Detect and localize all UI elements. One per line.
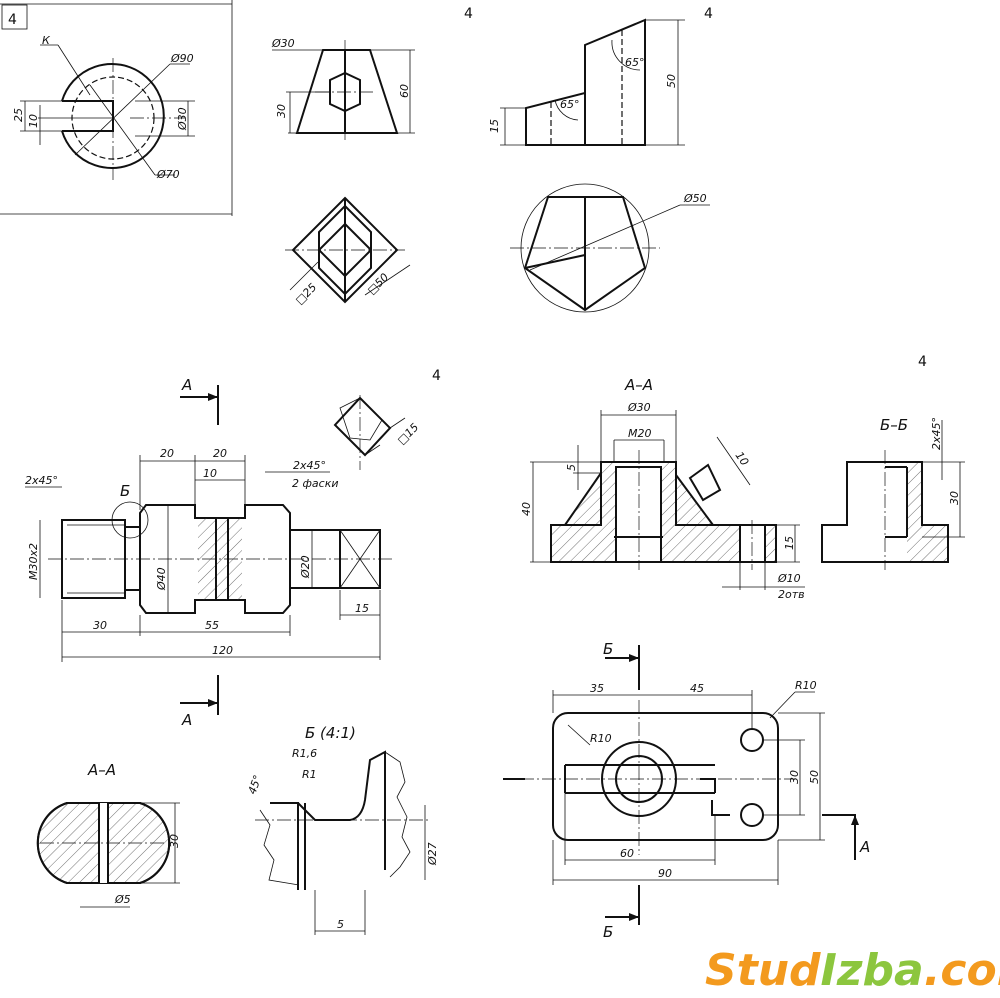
section-title: А–А (87, 761, 116, 779)
sheet-number: 4 (704, 6, 713, 22)
dim-sq15: □15 (395, 421, 421, 447)
dim-sq25: □25 (293, 281, 319, 307)
task4-shaft: 4 А А □15 20 20 10 2х45° 2х45° 2 фаски Б… (25, 368, 441, 729)
dim-5: 5 (337, 918, 344, 931)
svg-text:StudIzba.com: StudIzba.com (705, 945, 1000, 996)
task4-section-aa: А–А 30 Ø5 (36, 761, 181, 908)
section-mark-b: Б (603, 923, 613, 941)
sheet-number: 4 (918, 354, 927, 370)
section-title: А–А (624, 376, 653, 394)
dim-d40: Ø40 (155, 567, 168, 591)
sheet-number-box (1, 4, 28, 30)
dim-d27: Ø27 (426, 842, 439, 866)
label-k: К (42, 34, 51, 47)
dim-15: 15 (355, 602, 369, 615)
task3-pentagonal-prism: 4 15 50 65° 65° Ø50 (488, 6, 713, 313)
chamfer-note-1: 2х45° (25, 474, 58, 487)
task1-cylinder-slot: 4 К Ø90 Ø70 Ø30 25 10 (0, 0, 233, 216)
dim-25: 25 (12, 108, 25, 122)
dim-60: 60 (398, 84, 411, 98)
dim-m30: М30х2 (27, 543, 40, 580)
section-mark-a: А (181, 711, 192, 729)
dim-50: 50 (808, 770, 821, 784)
angle-65a: 65° (625, 56, 645, 69)
dim-120: 120 (212, 644, 233, 657)
dim-55: 55 (205, 619, 219, 632)
dim-d30: Ø30 (271, 37, 295, 50)
dim-30: 30 (275, 104, 288, 118)
dim-30: 30 (948, 491, 961, 505)
dim-d70: Ø70 (156, 168, 180, 181)
dim-5: 5 (565, 464, 578, 471)
dim-d10: Ø10 (777, 572, 801, 585)
angle-65b: 65° (560, 98, 580, 111)
dim-40: 40 (520, 502, 533, 516)
task2-pyramid: 4 Ø30 30 60 □25 □50 (271, 6, 473, 307)
dim-10: 10 (733, 449, 752, 468)
dim-r10-corner: R10 (795, 679, 817, 692)
chamfer-note-2: 2х45° (293, 459, 326, 472)
dim-30: 30 (168, 834, 181, 848)
section-mark-b: Б (603, 640, 613, 658)
dim-90: 90 (658, 867, 672, 880)
section-mark-a: А (181, 376, 192, 394)
dim-d50: Ø50 (683, 192, 707, 205)
sheet-number: 4 (8, 12, 17, 28)
dim-r1: R1 (302, 768, 317, 781)
dim-15: 15 (783, 536, 796, 550)
task5-section-bb: Б–Б 2х45° 30 (821, 416, 965, 570)
dim-60: 60 (620, 847, 634, 860)
task5-plan-view: Б Б А 35 45 R10 R10 30 50 60 90 (503, 640, 870, 941)
detail-mark-b: Б (120, 482, 130, 500)
dim-50: 50 (665, 74, 678, 88)
watermark-logo: StudIzba.com (705, 945, 1000, 996)
dim-35: 35 (590, 682, 604, 695)
dim-45: 45 (690, 682, 704, 695)
hole-count: 2отв (778, 588, 805, 601)
dim-10: 10 (27, 114, 40, 128)
dim-20a: 20 (160, 447, 174, 460)
section-mark-a: А (859, 838, 870, 856)
dim-d20: Ø20 (299, 555, 312, 579)
dim-r10-boss: R10 (590, 732, 612, 745)
task4-detail-b: Б (4:1) R1,6 R1 45° Ø27 5 (246, 724, 439, 935)
sheet-number: 4 (432, 368, 441, 384)
dim-r1-6: R1,6 (292, 747, 317, 760)
dim-sq50: □50 (365, 271, 391, 297)
sheet-number: 4 (464, 6, 473, 22)
section-title: Б–Б (880, 416, 908, 434)
dim-d5: Ø5 (114, 893, 131, 906)
chamfer-count-note: 2 фаски (292, 477, 338, 490)
dim-10: 10 (203, 467, 217, 480)
chamfer-note: 2х45° (930, 417, 943, 450)
task5-section-aa: 4 А–А Ø30 М20 5 40 10 15 Ø10 2отв (520, 354, 927, 601)
dim-d90: Ø90 (170, 52, 194, 65)
detail-title: Б (4:1) (305, 724, 356, 742)
dim-m20: М20 (628, 427, 652, 440)
dim-d30: Ø30 (176, 107, 189, 131)
dim-20b: 20 (213, 447, 227, 460)
dim-30: 30 (788, 770, 801, 784)
dim-30: 30 (93, 619, 107, 632)
dim-15: 15 (488, 119, 501, 133)
angle-45: 45° (246, 773, 265, 796)
dim-d30: Ø30 (627, 401, 651, 414)
